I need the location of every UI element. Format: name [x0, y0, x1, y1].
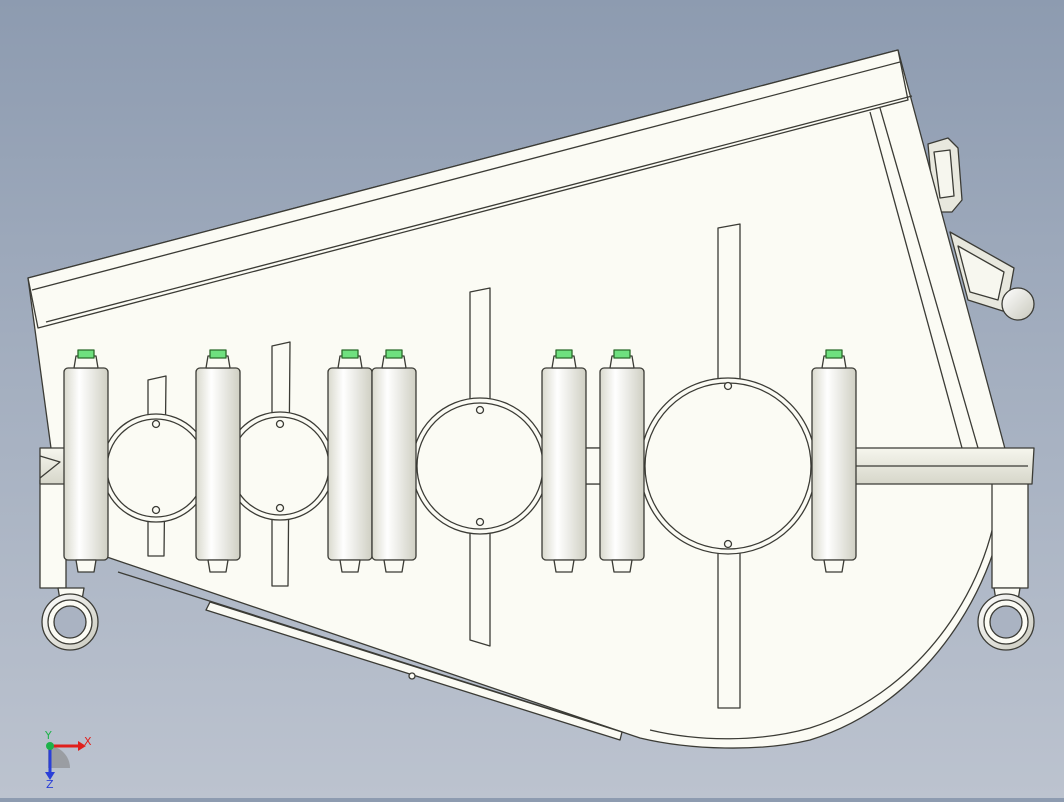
y-axis-label: Y — [45, 729, 52, 742]
lifting-eye-left — [41, 587, 99, 651]
y-axis-dot — [46, 742, 54, 750]
bearing-shaft-7 — [811, 349, 857, 573]
triad-base — [48, 746, 70, 768]
knob-ball — [1001, 287, 1035, 321]
z-axis-label: Z — [46, 778, 54, 791]
bearing-shaft-6 — [599, 349, 645, 573]
bearing-shaft-2 — [195, 349, 241, 573]
bearing-shaft-3 — [327, 349, 373, 573]
housing-top-flange — [27, 49, 909, 329]
bearing-shaft-4 — [371, 349, 417, 573]
gear-3 — [411, 397, 549, 535]
left-boss — [39, 479, 67, 589]
gear-1 — [101, 413, 211, 523]
right-boss — [991, 479, 1029, 589]
gear-4 — [639, 377, 817, 555]
lifting-eye-right — [977, 587, 1035, 651]
bearing-shaft-5 — [541, 349, 587, 573]
bearing-shafts — [63, 349, 857, 573]
bearing-shaft-1 — [63, 349, 109, 573]
gear-2 — [225, 411, 335, 521]
axis-triad — [45, 741, 86, 780]
x-axis-label: X — [84, 735, 92, 748]
